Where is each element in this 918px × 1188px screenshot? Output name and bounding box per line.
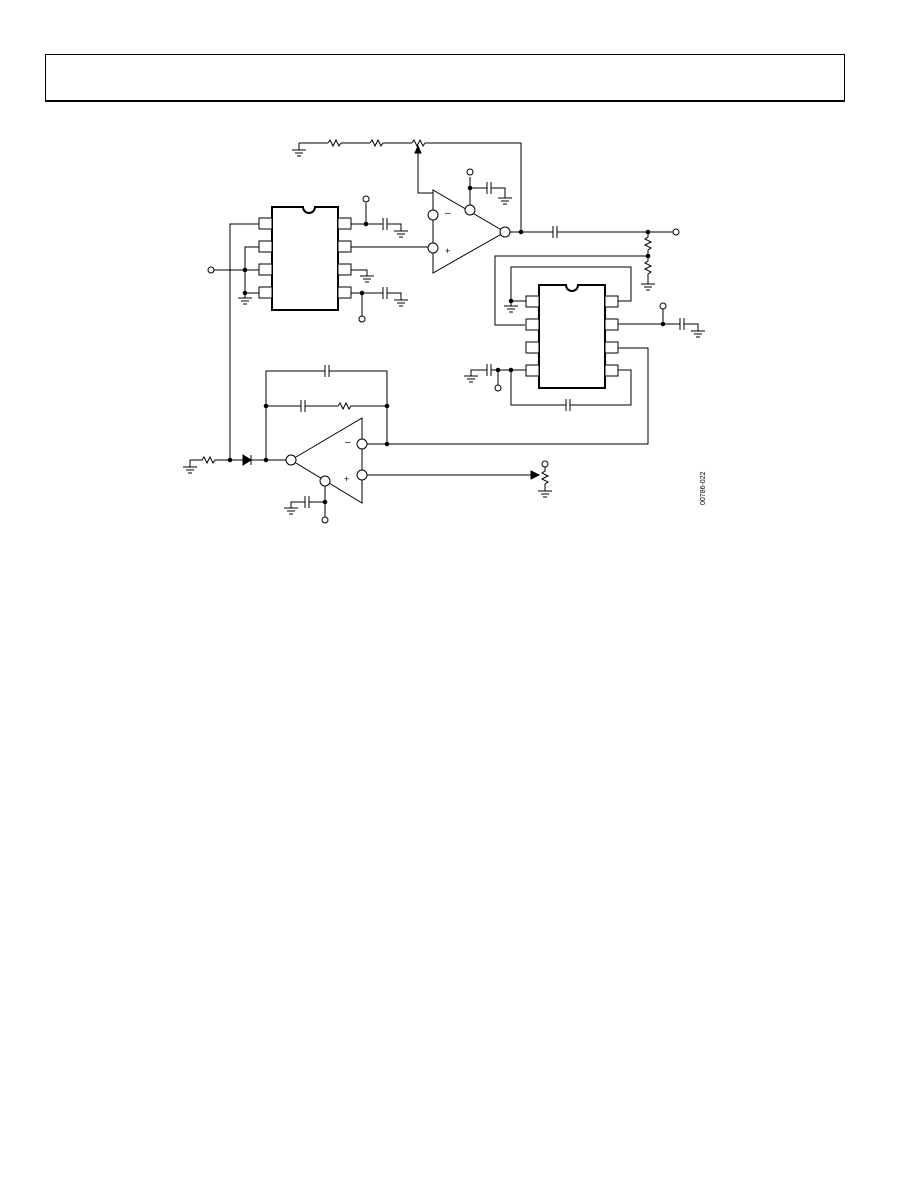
opamp-a-plus-sign: +	[445, 246, 450, 256]
input-diode-network	[183, 454, 287, 474]
opamp-a	[427, 168, 680, 274]
opamp-b-plus-sign: +	[344, 474, 349, 484]
top-feedback-network	[292, 138, 522, 232]
ic-left	[207, 195, 428, 460]
page-header-box	[45, 54, 845, 102]
opamp-b-minus-sign: –	[345, 437, 351, 448]
opamp-b	[284, 417, 552, 524]
opamp-a-minus-sign: –	[445, 208, 451, 219]
ic-right	[387, 266, 705, 445]
output-divider	[494, 232, 655, 326]
figure-code-text: 00786-022	[700, 471, 707, 505]
lower-feedback-network	[263, 365, 390, 460]
